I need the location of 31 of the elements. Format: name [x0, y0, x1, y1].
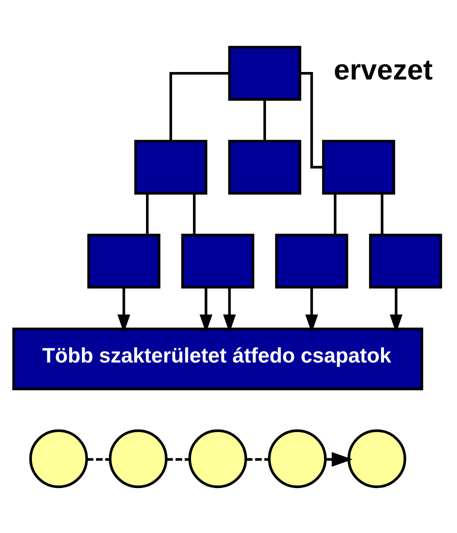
connector [246, 458, 270, 460]
node-box [181, 233, 254, 288]
node-box: Több szakterületet átfedo csapatok [12, 327, 424, 390]
connector [86, 458, 110, 460]
node-box [275, 233, 348, 288]
node-circle [188, 428, 248, 488]
connector [192, 192, 196, 234]
arrow [223, 286, 236, 332]
connector [146, 192, 149, 234]
node-box [369, 233, 442, 288]
node-circle [268, 428, 327, 488]
node-circle [29, 428, 88, 488]
node-box [228, 45, 302, 100]
node-box [134, 139, 208, 194]
node-box [228, 139, 302, 194]
node-box [87, 233, 160, 288]
connector [263, 98, 266, 140]
connector [169, 72, 230, 141]
node-box [322, 139, 396, 194]
node-circle [108, 428, 168, 488]
node-circle [348, 428, 406, 488]
arrow [390, 286, 403, 332]
connector [300, 72, 324, 168]
arrow [200, 286, 212, 332]
connector [334, 192, 336, 234]
arrow [117, 286, 130, 332]
arrow [326, 452, 353, 466]
connector [380, 192, 384, 234]
connector [166, 458, 190, 460]
label: ervezet [334, 54, 433, 86]
arrow [305, 286, 318, 332]
